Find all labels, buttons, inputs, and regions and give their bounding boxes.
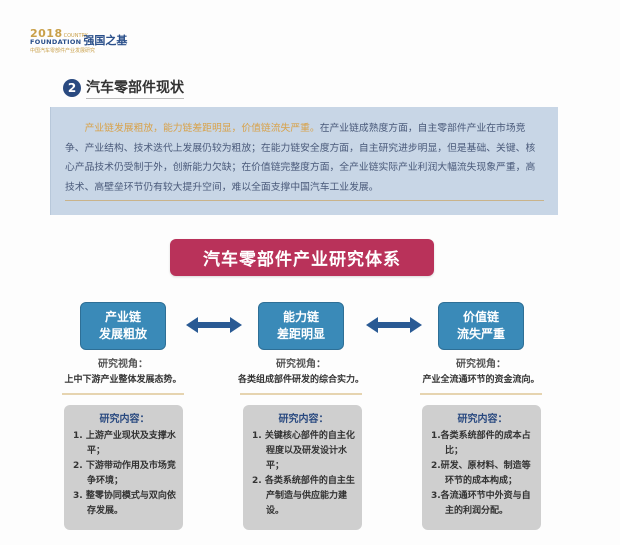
summary-text: 产业链发展粗放，能力链差距明显，价值链流失严重。在产业链成熟度方面，自主零部件产… xyxy=(65,119,544,197)
content-title: 研究内容： xyxy=(278,414,329,425)
perspective-divider xyxy=(62,393,184,395)
perspective-desc: 上中下游产业整体发展态势。 xyxy=(64,375,182,385)
perspective-label: 研究视角： xyxy=(456,359,506,370)
content-item: 1.各类系统部件的成本占比； xyxy=(431,431,531,456)
content-item: 1. 关键核心部件的自主化程度以及研发设计水平； xyxy=(252,431,355,471)
research-content-box: 研究内容： 1. 上游产业现状及支撑水平； 2. 下游带动作用及市场竞争环境； … xyxy=(64,405,183,530)
chain-label-line1: 能力链 xyxy=(282,310,319,324)
content-list: 1. 关键核心部件的自主化程度以及研发设计水平； 2. 各类系统部件的自主生产制… xyxy=(252,429,355,519)
value-chain-box: 价值链 流失严重 xyxy=(438,302,524,350)
summary-body: 在产业链成熟度方面，自主零部件产业在市场竞争、产业结构、技术迭代上发展仍较为粗放… xyxy=(65,123,536,193)
capability-chain-box: 能力链 差距明显 xyxy=(258,302,344,350)
perspective-label: 研究视角： xyxy=(276,359,326,370)
content-item: 2. 各类系统部件的自主生产制造与供应能力建设。 xyxy=(252,476,355,516)
logo-chinese-title: 强国之基 xyxy=(83,33,128,47)
perspective-desc: 各类组成部件研发的综合实力。 xyxy=(237,375,364,385)
logo-country: COUNTRY xyxy=(63,33,88,39)
research-perspective: 研究视角： 上中下游产业整体发展态势。 xyxy=(48,357,198,395)
content-title: 研究内容： xyxy=(99,414,150,425)
research-content-box: 研究内容： 1. 关键核心部件的自主化程度以及研发设计水平； 2. 各类系统部件… xyxy=(243,405,362,530)
perspective-label: 研究视角： xyxy=(98,359,148,370)
section-heading: 2 汽车零部件现状 xyxy=(63,77,184,99)
chain-label-line2: 流失严重 xyxy=(456,327,505,341)
research-system-banner: 汽车零部件产业研究体系 xyxy=(170,239,434,276)
content-item: 1. 上游产业现状及支撑水平； xyxy=(73,431,176,456)
logo-foundation: FOUNDATION xyxy=(30,38,82,46)
section-title: 汽车零部件现状 xyxy=(86,77,184,99)
chain-label-line2: 差距明显 xyxy=(276,327,325,341)
content-title: 研究内容： xyxy=(457,414,508,425)
chain-label-line1: 价值链 xyxy=(462,310,499,324)
double-arrow-icon xyxy=(366,317,422,333)
research-perspective: 研究视角： 产业全流通环节的资金流向。 xyxy=(406,357,556,395)
content-list: 1.各类系统部件的成本占比； 2.研发、原材料、制造等环节的成本构成； 3.各流… xyxy=(431,429,534,519)
content-item: 3.各流通环节中外资与自主的利润分配。 xyxy=(431,491,531,516)
double-arrow-icon xyxy=(186,317,242,333)
perspective-divider xyxy=(240,393,362,395)
perspective-desc: 产业全流通环节的资金流向。 xyxy=(422,375,540,385)
content-item: 2. 下游带动作用及市场竞争环境； xyxy=(73,461,176,486)
summary-divider xyxy=(65,200,544,201)
industry-chain-box: 产业链 发展粗放 xyxy=(80,302,166,350)
content-item: 2.研发、原材料、制造等环节的成本构成； xyxy=(431,461,531,486)
logo: 2018 COUNTRY FOUNDATION 强国之基 中国汽车零部件产业发展… xyxy=(30,28,127,54)
content-list: 1. 上游产业现状及支撑水平； 2. 下游带动作用及市场竞争环境； 3. 整零协… xyxy=(73,429,176,519)
research-content-box: 研究内容： 1.各类系统部件的成本占比； 2.研发、原材料、制造等环节的成本构成… xyxy=(422,405,541,530)
content-item: 3. 整零协同模式与双向依存发展。 xyxy=(73,491,176,516)
section-number-badge: 2 xyxy=(63,79,81,97)
summary-highlight: 产业链发展粗放，能力链差距明显，价值链流失严重。 xyxy=(84,123,320,134)
chain-label-line2: 发展粗放 xyxy=(98,327,147,341)
summary-panel: 产业链发展粗放，能力链差距明显，价值链流失严重。在产业链成熟度方面，自主零部件产… xyxy=(50,107,558,215)
perspective-divider xyxy=(420,393,542,395)
logo-year: 2018 xyxy=(30,27,63,40)
chain-label-line1: 产业链 xyxy=(104,310,141,324)
logo-subtitle: 中国汽车零部件产业发展研究 xyxy=(30,47,96,54)
research-perspective: 研究视角： 各类组成部件研发的综合实力。 xyxy=(226,357,376,395)
